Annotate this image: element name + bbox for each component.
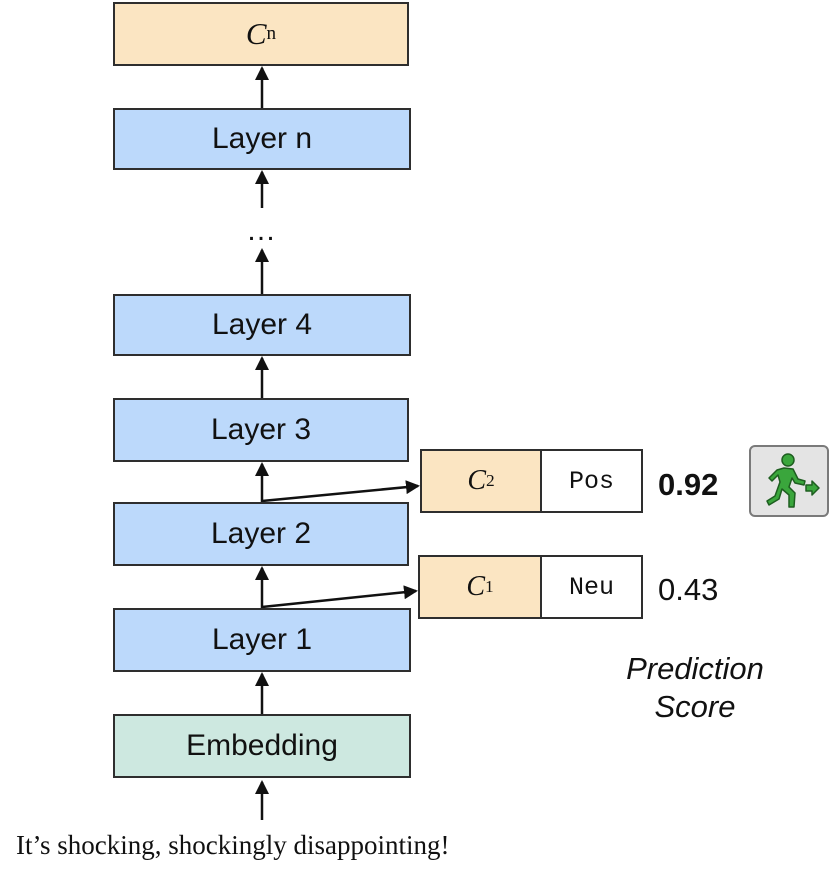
input-sentence: It’s shocking, shockingly disappointing! [16,830,450,860]
layer-n-label: Layer n [211,122,313,155]
exit-label-c1: Neu [540,555,643,619]
layer-3-label: Layer 3 [210,413,312,446]
exit-label-c2: Pos [540,449,643,513]
classifier-cn-symbol: C [245,16,267,51]
classifier-cn-sub: n [266,23,277,44]
arrow-exit-c1 [261,585,418,609]
legend-line-2: Score [654,689,736,724]
legend-line-1: Prediction [626,651,764,686]
exit-c2-label: Pos [568,466,614,496]
layer-2: Layer 2 [113,502,409,566]
exit-button[interactable] [749,445,829,517]
layer-1: Layer 1 [113,608,411,672]
layer-4: Layer 4 [113,294,411,356]
layer-4-label: Layer 4 [211,308,313,341]
running-exit-icon [766,453,820,508]
embedding: Embedding [113,714,411,778]
layer-3: Layer 3 [113,398,409,462]
prediction-score-legend: Prediction Score [590,650,800,726]
arrow-exit-c2 [261,480,420,503]
exit-c2-symbol: C [467,465,486,496]
layer-n: Layer n [113,108,411,170]
exit-c1-symbol: C [466,571,485,602]
exit-c1-sub: 1 [485,577,494,596]
exit-score-c2: 0.92 [658,467,719,502]
embedding-label: Embedding [186,729,338,762]
layer-2-label: Layer 2 [210,517,312,550]
layer-1-label: Layer 1 [211,623,313,656]
exit-c1-label: Neu [568,572,614,602]
ellipsis: … [246,214,276,247]
exit-score-c1: 0.43 [658,572,719,607]
exit-c2-sub: 2 [486,471,495,490]
